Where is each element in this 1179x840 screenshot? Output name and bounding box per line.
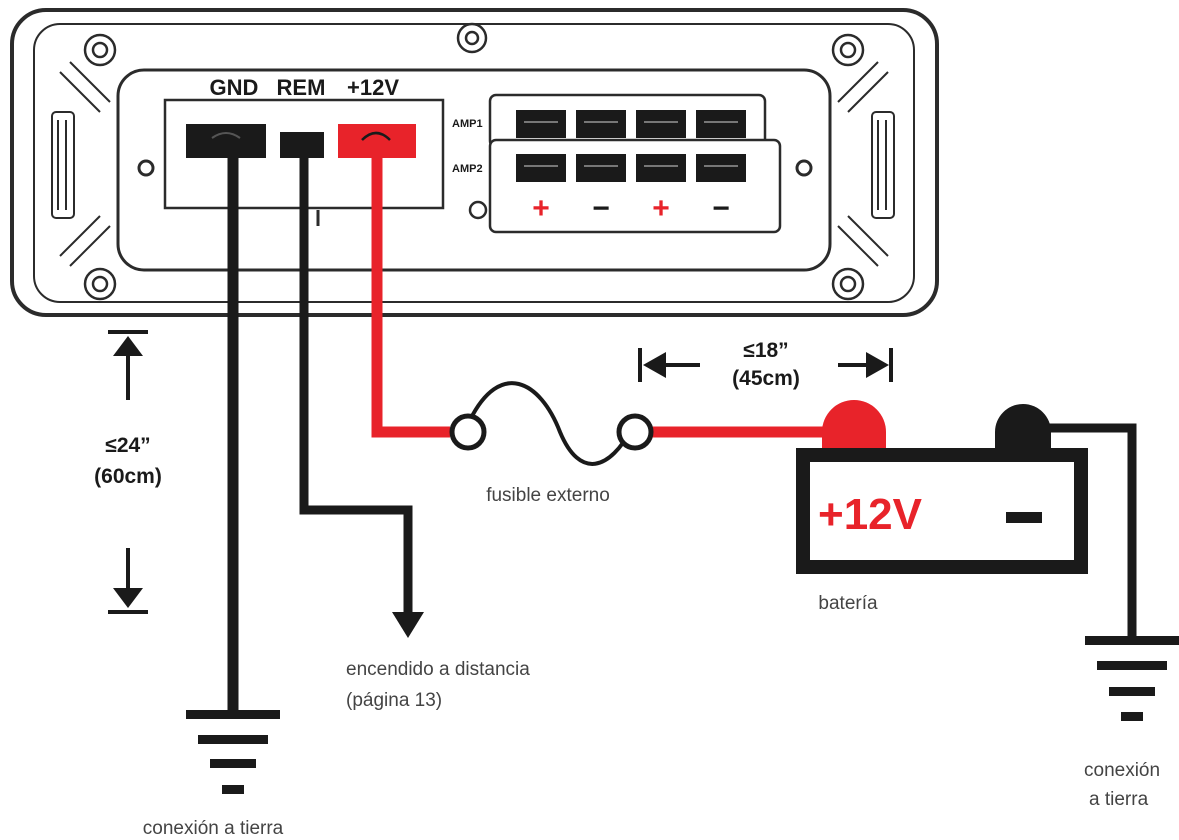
- fuse-label: fusible externo: [486, 485, 610, 506]
- gnd-terminal: [186, 124, 266, 158]
- remote-label-line2: (página 13): [346, 690, 442, 711]
- rem-terminal: [280, 132, 324, 158]
- gnd-terminal-label: GND: [210, 75, 259, 100]
- battery-positive-label: +12V: [818, 490, 923, 539]
- horizontal-dimension-metric: (45cm): [732, 367, 800, 390]
- battery-ground-symbol: [1085, 636, 1179, 721]
- polarity-sign-2: −: [592, 192, 610, 225]
- pos12v-terminal-label: +12V: [347, 75, 399, 100]
- polarity-sign-3: +: [652, 192, 670, 225]
- battery-negative-label: −: [1015, 502, 1033, 535]
- remote-label-line1: encendido a distancia: [346, 659, 530, 680]
- amp1-socket-3: [636, 110, 686, 138]
- vertical-dimension-imperial: ≤24”: [105, 434, 150, 457]
- battery-ground-wire: [1040, 423, 1137, 638]
- external-fuse: [449, 381, 654, 466]
- battery-body: [796, 448, 1088, 574]
- rem-terminal-label: REM: [277, 75, 326, 100]
- amp1-socket-2: [576, 110, 626, 138]
- rem-wire: [299, 158, 413, 615]
- horizontal-dimension-imperial: ≤18”: [743, 339, 788, 362]
- amp2-socket-3: [636, 154, 686, 182]
- battery-label: batería: [818, 593, 878, 614]
- power-wire: [371, 150, 450, 438]
- amp1-socket-1: [516, 110, 566, 138]
- polarity-sign-1: +: [532, 192, 550, 225]
- amp2-label: AMP2: [452, 163, 483, 175]
- amp-ground-symbol: [186, 710, 280, 794]
- amp2-socket-2: [576, 154, 626, 182]
- panel-screw-right: [795, 159, 813, 177]
- horizontal-dimension: [638, 348, 893, 382]
- amp-ground-label: conexión a tierra: [143, 818, 284, 839]
- vertical-dimension: [108, 330, 148, 614]
- battery-ground-label-line2: a tierra: [1089, 789, 1149, 810]
- amp1-socket-4: [696, 110, 746, 138]
- polarity-sign-4: −: [712, 192, 730, 225]
- battery-negative-label-mark: [1006, 512, 1042, 523]
- vertical-dimension-metric: (60cm): [94, 465, 162, 488]
- panel-screw-left: [137, 159, 155, 177]
- amp2-socket-4: [696, 154, 746, 182]
- battery: +12V: [796, 400, 1088, 574]
- battery-ground-label-line1: conexión: [1084, 760, 1160, 781]
- battery-positive-post: [822, 400, 886, 450]
- rem-arrow: [392, 612, 424, 638]
- battery-negative-post: [995, 404, 1051, 450]
- amp1-label: AMP1: [452, 118, 483, 130]
- amp2-socket-1: [516, 154, 566, 182]
- speaker-terminal-block: AMP1 AMP2 + − + −: [452, 93, 782, 234]
